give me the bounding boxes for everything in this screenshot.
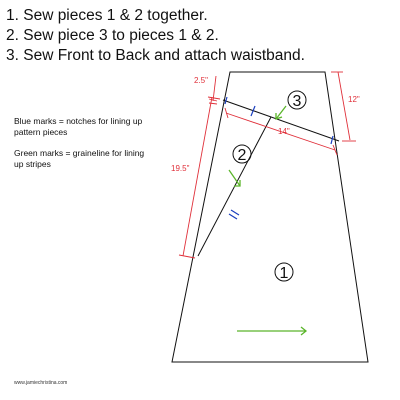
- notch-mark: [330, 135, 334, 145]
- dimension-small-tick: [208, 102, 218, 105]
- notch-mark: [224, 96, 228, 105]
- legend-blue-marks: Blue marks = notches for lining up patte…: [14, 116, 143, 137]
- notch-mark: [230, 209, 240, 216]
- legend-green-marks: Green marks = graineline for lining up s…: [14, 148, 145, 169]
- dimension-left-line: [182, 96, 213, 257]
- dimension-left-tick: [207, 96, 221, 100]
- piece-3-marker: 3: [287, 90, 307, 110]
- grainline-arrows: [228, 105, 308, 336]
- dimension-lines: [178, 71, 356, 259]
- dimension-right-label: 12": [348, 95, 360, 104]
- notch-marks: [224, 96, 334, 220]
- piece-1-label: 1: [280, 265, 289, 282]
- dimension-top-label: 2.5": [194, 76, 208, 85]
- instruction-list: 1. Sew pieces 1 & 2 together. 2. Sew pie…: [6, 6, 305, 66]
- instruction-step-3: 3. Sew Front to Back and attach waistban…: [6, 47, 305, 64]
- notch-mark: [250, 105, 256, 117]
- dimension-seam-tick: [224, 107, 229, 119]
- grainline-arrowhead: [300, 326, 308, 336]
- piece-2-marker: 2: [232, 144, 252, 164]
- piece-3-circle: [287, 90, 307, 110]
- website-credit: www.jamiechristina.com: [14, 380, 68, 386]
- notch-mark: [228, 213, 238, 220]
- grainline-arrow-piece-3: [275, 105, 287, 120]
- dimension-small-line: [212, 75, 217, 102]
- dimension-right-line: [337, 71, 351, 141]
- grainline-arrow-piece-2: [228, 169, 241, 187]
- seam-line-top: [222, 99, 340, 142]
- dimension-left-label: 19.5": [171, 164, 190, 173]
- piece-1-circle: [274, 262, 294, 282]
- piece-2-label: 2: [238, 147, 247, 164]
- dimension-left-tick: [178, 254, 196, 259]
- piece-3-label: 3: [293, 93, 302, 110]
- grainline-arrowhead: [275, 113, 283, 120]
- dimension-seam-tick: [332, 144, 338, 156]
- dimension-small-tick: [208, 98, 218, 102]
- grainline-arrowhead: [234, 180, 241, 187]
- dimension-seam-label: 14": [278, 127, 290, 136]
- instruction-step-1: 1. Sew pieces 1 & 2 together.: [6, 7, 208, 24]
- pattern-outline: [171, 71, 369, 363]
- piece-2-circle: [232, 144, 252, 164]
- legend: Blue marks = notches for lining up patte…: [14, 116, 154, 180]
- instruction-step-2: 2. Sew piece 3 to pieces 1 & 2.: [6, 27, 219, 44]
- dimension-seam-line: [225, 112, 336, 151]
- piece-1-marker: 1: [274, 262, 294, 282]
